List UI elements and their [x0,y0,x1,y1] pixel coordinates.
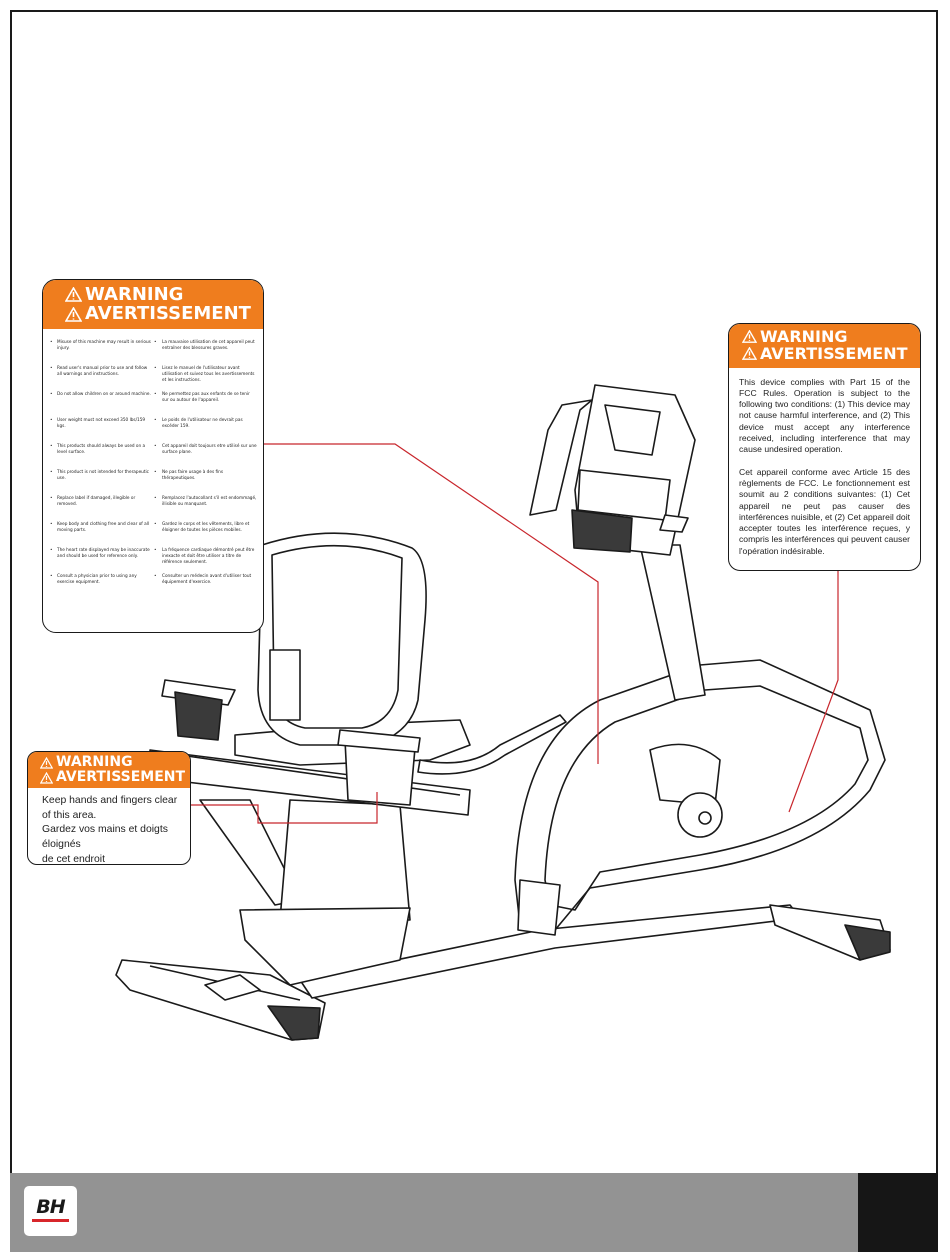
heading-en: WARNING [760,327,848,346]
warning-triangle-icon [65,306,82,322]
hands-text-line: Gardez vos mains et doigts éloignés [42,824,168,850]
heading-en: WARNING [85,284,184,305]
warning-item: Cet appareil doit toujours etre utilisé … [153,444,257,470]
warning-item: User weight must not exceed 350 lbs/159 … [49,418,153,444]
hands-warning-heading: WARNING AVERTISSEMENT [28,752,190,789]
warning-item: La fréquence cardiaque démontré peut êtr… [153,548,257,574]
hands-text-line: of this area. [42,809,97,821]
warning-triangle-icon [65,287,82,303]
fcc-warning-label: WARNING AVERTISSEMENT This device compli… [728,323,921,571]
warning-triangle-icon [40,771,53,784]
warning-item: Lisez le manuel de l'utilisateur avant u… [153,366,257,392]
warning-item: Consulter un médecin avant d'utiliser to… [153,574,257,600]
warning-item: Replace label if damaged, illegible or r… [49,496,153,522]
warning-item: Keep body and clothing free and clear of… [49,522,153,548]
warning-item: Do not allow children on or around machi… [49,392,153,418]
warning-triangle-icon [40,756,53,769]
hands-text-line: de cet endroit [42,853,105,865]
french-warnings: La mauvaise utilisation de cet appareil … [153,340,257,600]
warning-item: Ne pas faire usage à des fins thérapeuti… [153,470,257,496]
warning-item: Gardez le corps et les vêtements, libre … [153,522,257,548]
warning-triangle-icon [742,347,757,361]
warning-item: Remplacez l'autocollant s'il est endomma… [153,496,257,522]
warning-item: Le poids de l'utilisateur ne devrait pas… [153,418,257,444]
heading-fr: AVERTISSEMENT [760,344,908,364]
heading-fr: AVERTISSEMENT [85,303,251,325]
english-warnings: Misuse of this machine may result in ser… [49,340,153,600]
main-warning-heading: WARNING AVERTISSEMENT [43,280,263,329]
warning-item: Read user's manual prior to use and foll… [49,366,153,392]
hands-text-line: Keep hands and fingers clear [42,795,178,807]
fcc-text-fr: Cet appareil conforme avec Article 15 de… [739,466,911,556]
warning-item: Ne permettez pas aux enfants de se tenir… [153,392,257,418]
fcc-text-en: This device complies with Part 15 of the… [739,376,910,455]
fcc-warning-heading: WARNING AVERTISSEMENT [729,324,920,368]
warning-item: The heart rate displayed may be inaccura… [49,548,153,574]
bh-logo: BH [24,1186,77,1236]
footer-page-block [858,1173,938,1252]
warning-item: La mauvaise utilisation de cet appareil … [153,340,257,366]
heading-en: WARNING [56,754,133,770]
warning-item: This product is not intended for therape… [49,470,153,496]
warning-item: Misuse of this machine may result in ser… [49,340,153,366]
logo-text: BH [36,1196,65,1218]
footer-bar [10,1173,858,1252]
logo-underline [32,1219,69,1222]
warning-triangle-icon [742,330,757,343]
heading-fr: AVERTISSEMENT [56,769,186,786]
hands-warning-label: WARNING AVERTISSEMENT Keep hands and fin… [27,751,191,865]
warning-item: This products should always be used on a… [49,444,153,470]
warning-item: Consult a physician prior to using any e… [49,574,153,600]
main-warning-label: WARNING AVERTISSEMENT Misuse of this mac… [42,279,264,633]
